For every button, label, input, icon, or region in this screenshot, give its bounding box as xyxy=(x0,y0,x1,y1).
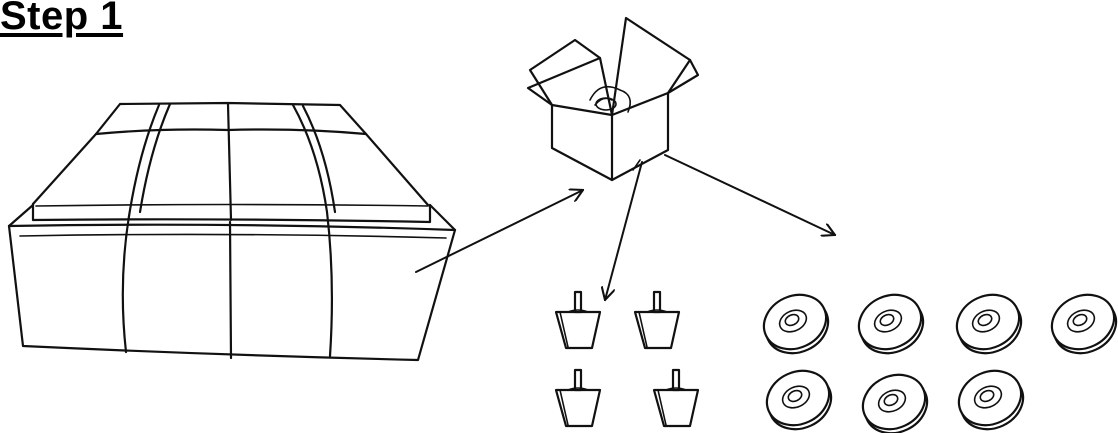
washer-icon xyxy=(756,359,842,433)
washer-icon xyxy=(946,283,1032,365)
arrow-box-to-washers xyxy=(664,154,835,235)
packed-sofa-icon xyxy=(7,101,457,362)
sofa-leg-icon xyxy=(554,290,602,350)
sofa-leg-icon xyxy=(652,368,700,428)
step-title: Step 1 xyxy=(0,0,124,38)
washer-icon xyxy=(753,283,839,365)
washer-icon xyxy=(852,363,938,433)
sofa-legs-group xyxy=(554,290,700,428)
arrow-box-to-legs xyxy=(605,161,643,300)
washer-icon xyxy=(1041,283,1118,365)
sofa-leg-icon xyxy=(554,368,602,428)
washer-icon xyxy=(948,359,1034,433)
washers-group xyxy=(753,283,1118,433)
open-box-icon xyxy=(526,16,700,182)
sofa-leg-icon xyxy=(633,290,681,350)
arrow-sofa-to-box xyxy=(415,190,583,273)
washer-icon xyxy=(848,283,934,365)
